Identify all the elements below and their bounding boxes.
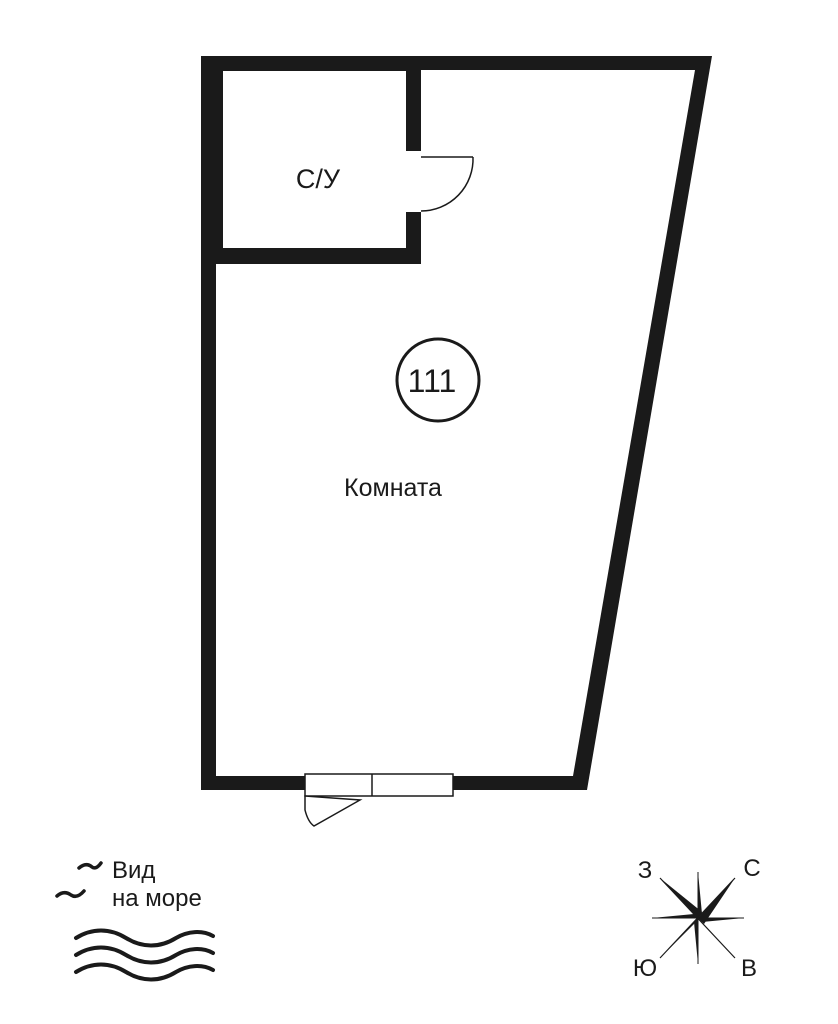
- window: [304, 773, 454, 797]
- room-number: 111: [408, 363, 457, 399]
- sea-waves-icon: [74, 928, 215, 982]
- compass-north-label: С: [743, 855, 760, 882]
- bathroom-wall-bottom: [201, 248, 421, 264]
- room-label: Комната: [344, 474, 442, 502]
- balcony-door[interactable]: [304, 795, 363, 827]
- sea-view-label-line2: на море: [112, 885, 202, 912]
- compass-west-label: З: [638, 857, 653, 884]
- sea-view-label-line1: Вид: [112, 857, 155, 884]
- bathroom-label: С/У: [296, 164, 341, 194]
- compass-south-label: Ю: [633, 955, 657, 982]
- bathroom-wall-right: [406, 56, 421, 151]
- bathroom-wall-top: [201, 56, 421, 71]
- compass-east-label: В: [741, 955, 757, 982]
- room-number-circle: [395, 337, 481, 423]
- room-interior: [216, 70, 695, 776]
- seagull-icon: [55, 861, 103, 899]
- compass-rose-icon: [652, 872, 744, 964]
- bathroom-door[interactable]: [420, 156, 474, 212]
- bathroom-wall-left: [201, 56, 223, 264]
